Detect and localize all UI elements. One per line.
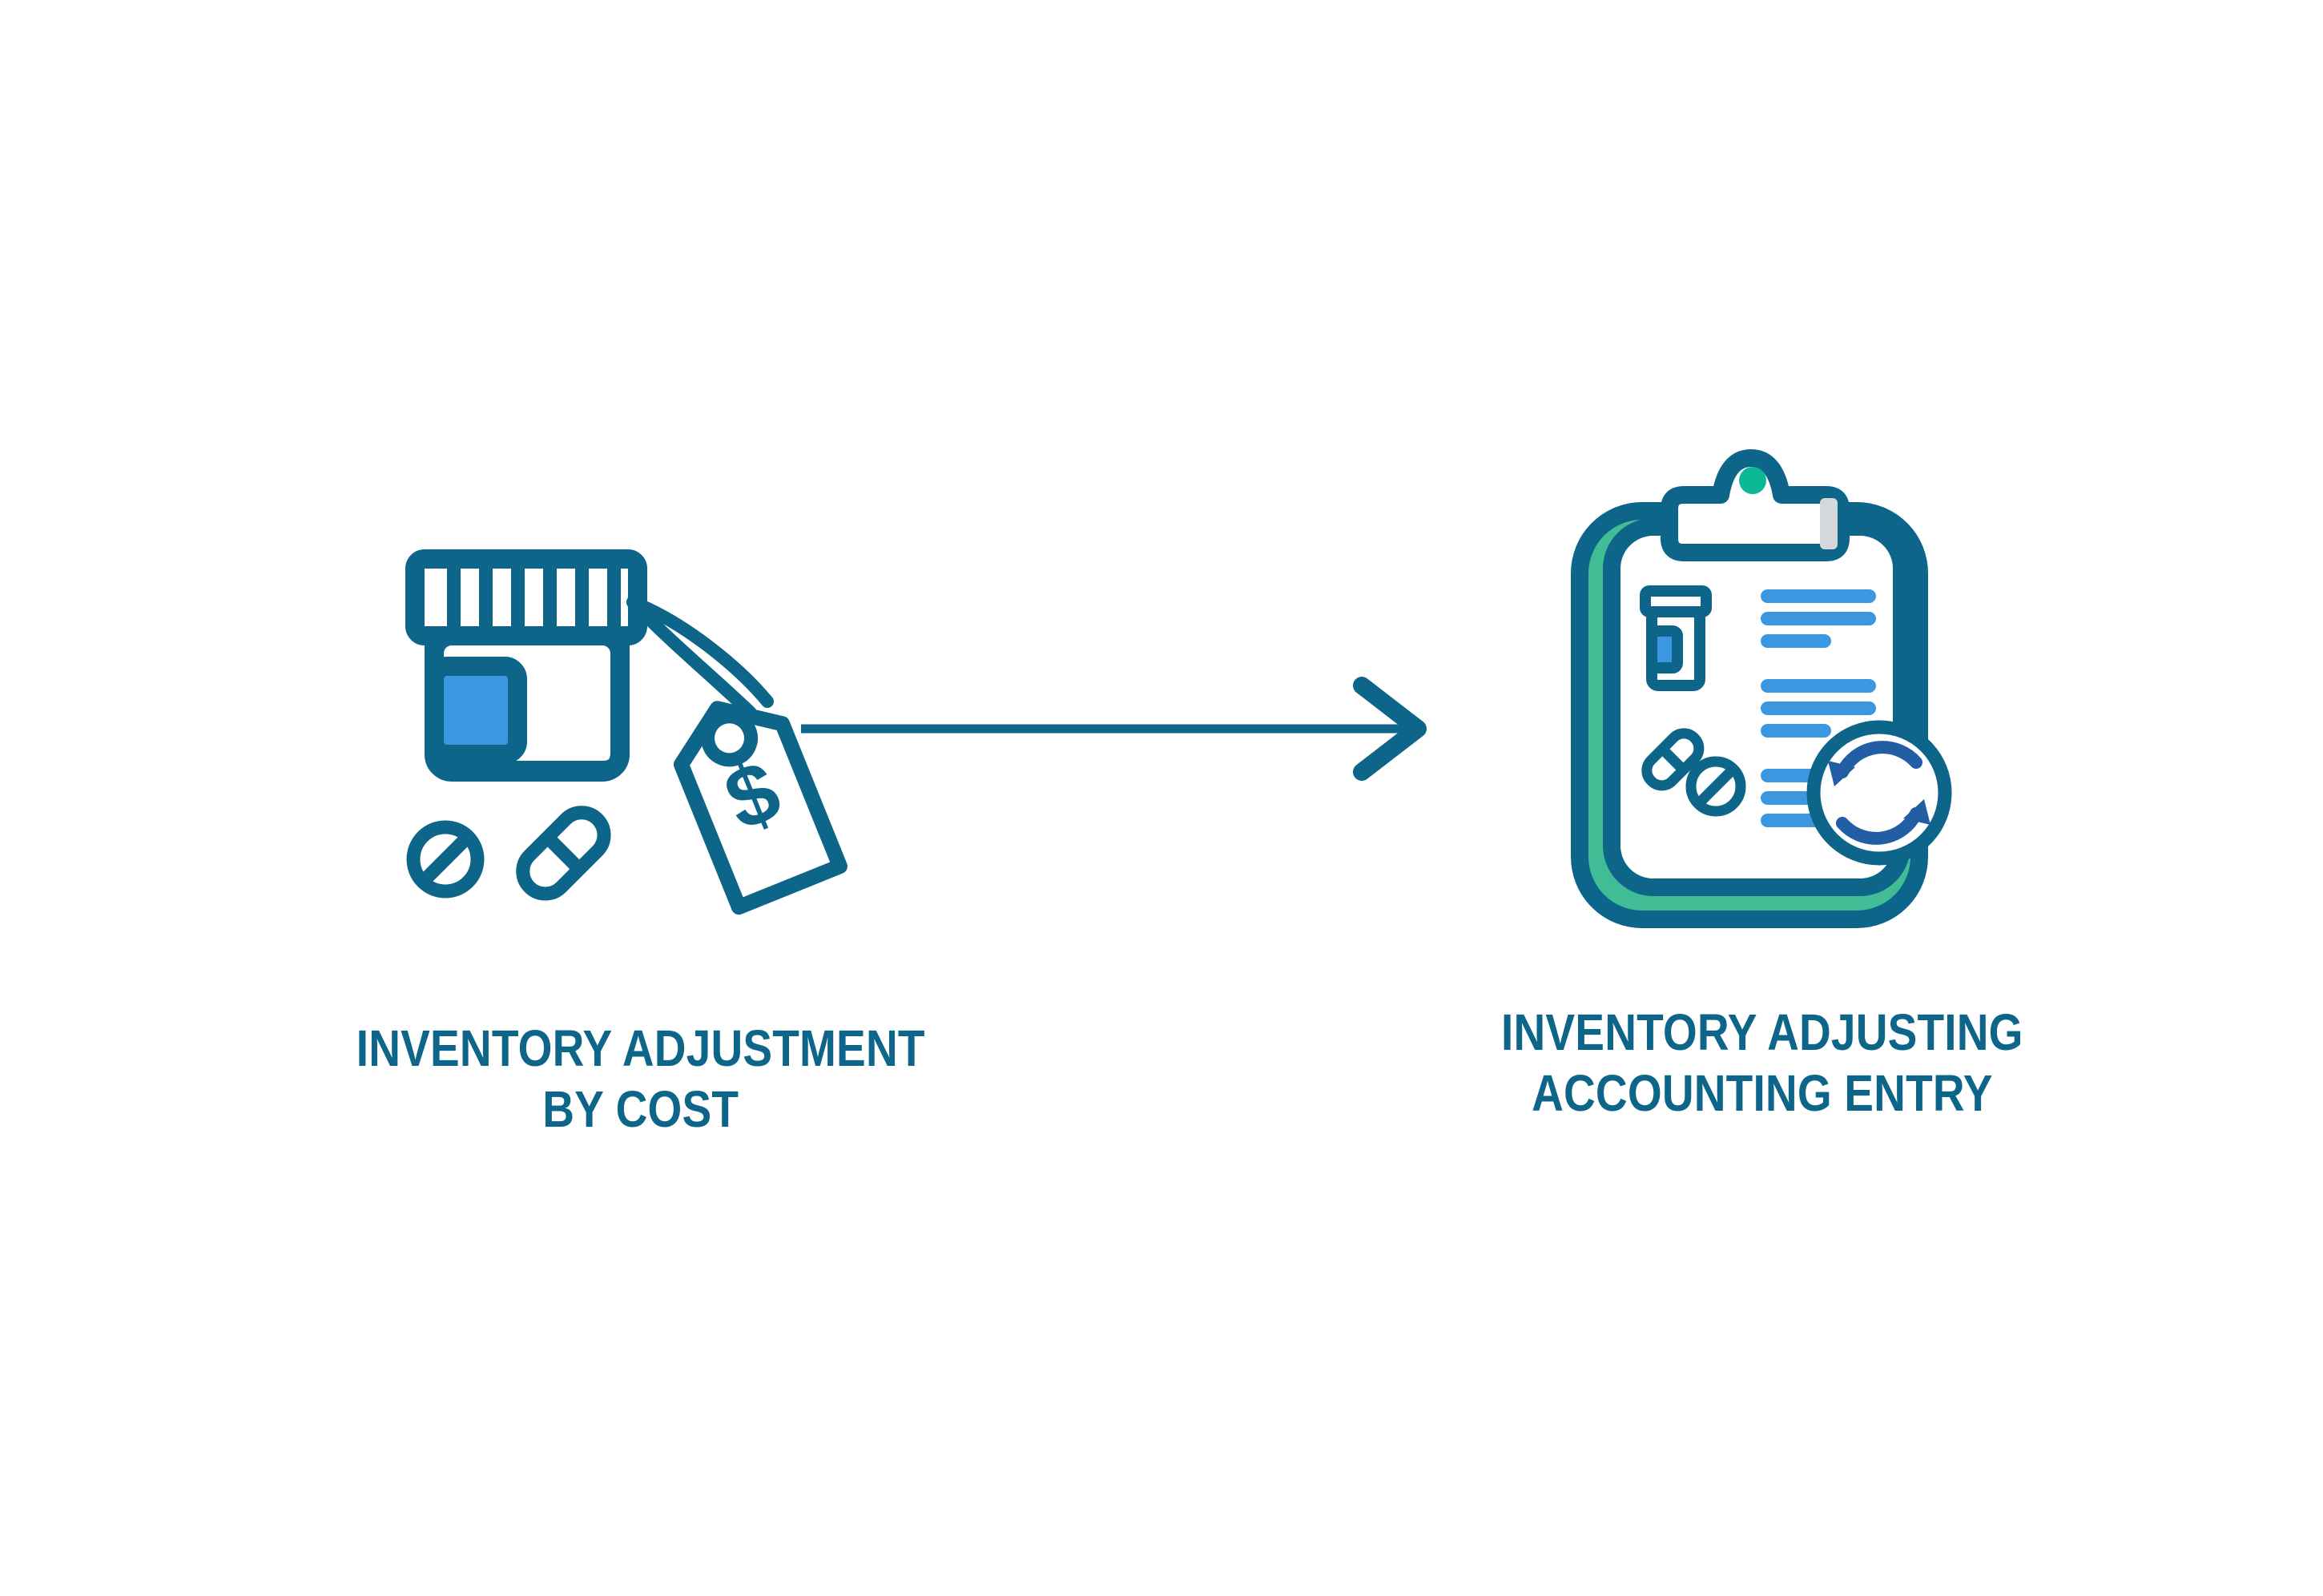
refresh-sync-badge-icon (1806, 720, 1952, 866)
capsule-pill-icon (516, 806, 611, 901)
flow-node-source[interactable]: $ INVENTORY ADJUSTMENT BY COST (240, 513, 1041, 1140)
pill-bottle-label-icon (425, 657, 527, 764)
round-pill-with-slash-icon (1685, 756, 1746, 817)
flow-node-target-label: INVENTORY ADJUSTING ACCOUNTING ENTRY (1501, 1003, 2023, 1122)
clip-gray-accent-icon (1820, 498, 1838, 549)
price-tag-icon: $ (673, 701, 847, 915)
flow-node-target[interactable]: INVENTORY ADJUSTING ACCOUNTING ENTRY (1362, 448, 2163, 1124)
flow-node-source-label: INVENTORY ADJUSTMENT BY COST (356, 1019, 925, 1138)
round-pill-with-slash-icon (406, 820, 485, 899)
pill-bottle-cap-icon (405, 549, 647, 645)
clip-green-dot-icon (1739, 467, 1766, 494)
pill-bottle-with-price-tag-icon: $ (405, 549, 847, 915)
capsule-pill-icon (1641, 728, 1705, 791)
right-arrow-icon (801, 677, 1427, 781)
arrow-head (1353, 677, 1427, 781)
pill-bottle-small-icon (1640, 585, 1712, 691)
clipboard-clip-icon (1661, 449, 1850, 561)
clipboard-with-refresh-icon (1571, 449, 1952, 928)
tag-string-icon (626, 596, 774, 719)
